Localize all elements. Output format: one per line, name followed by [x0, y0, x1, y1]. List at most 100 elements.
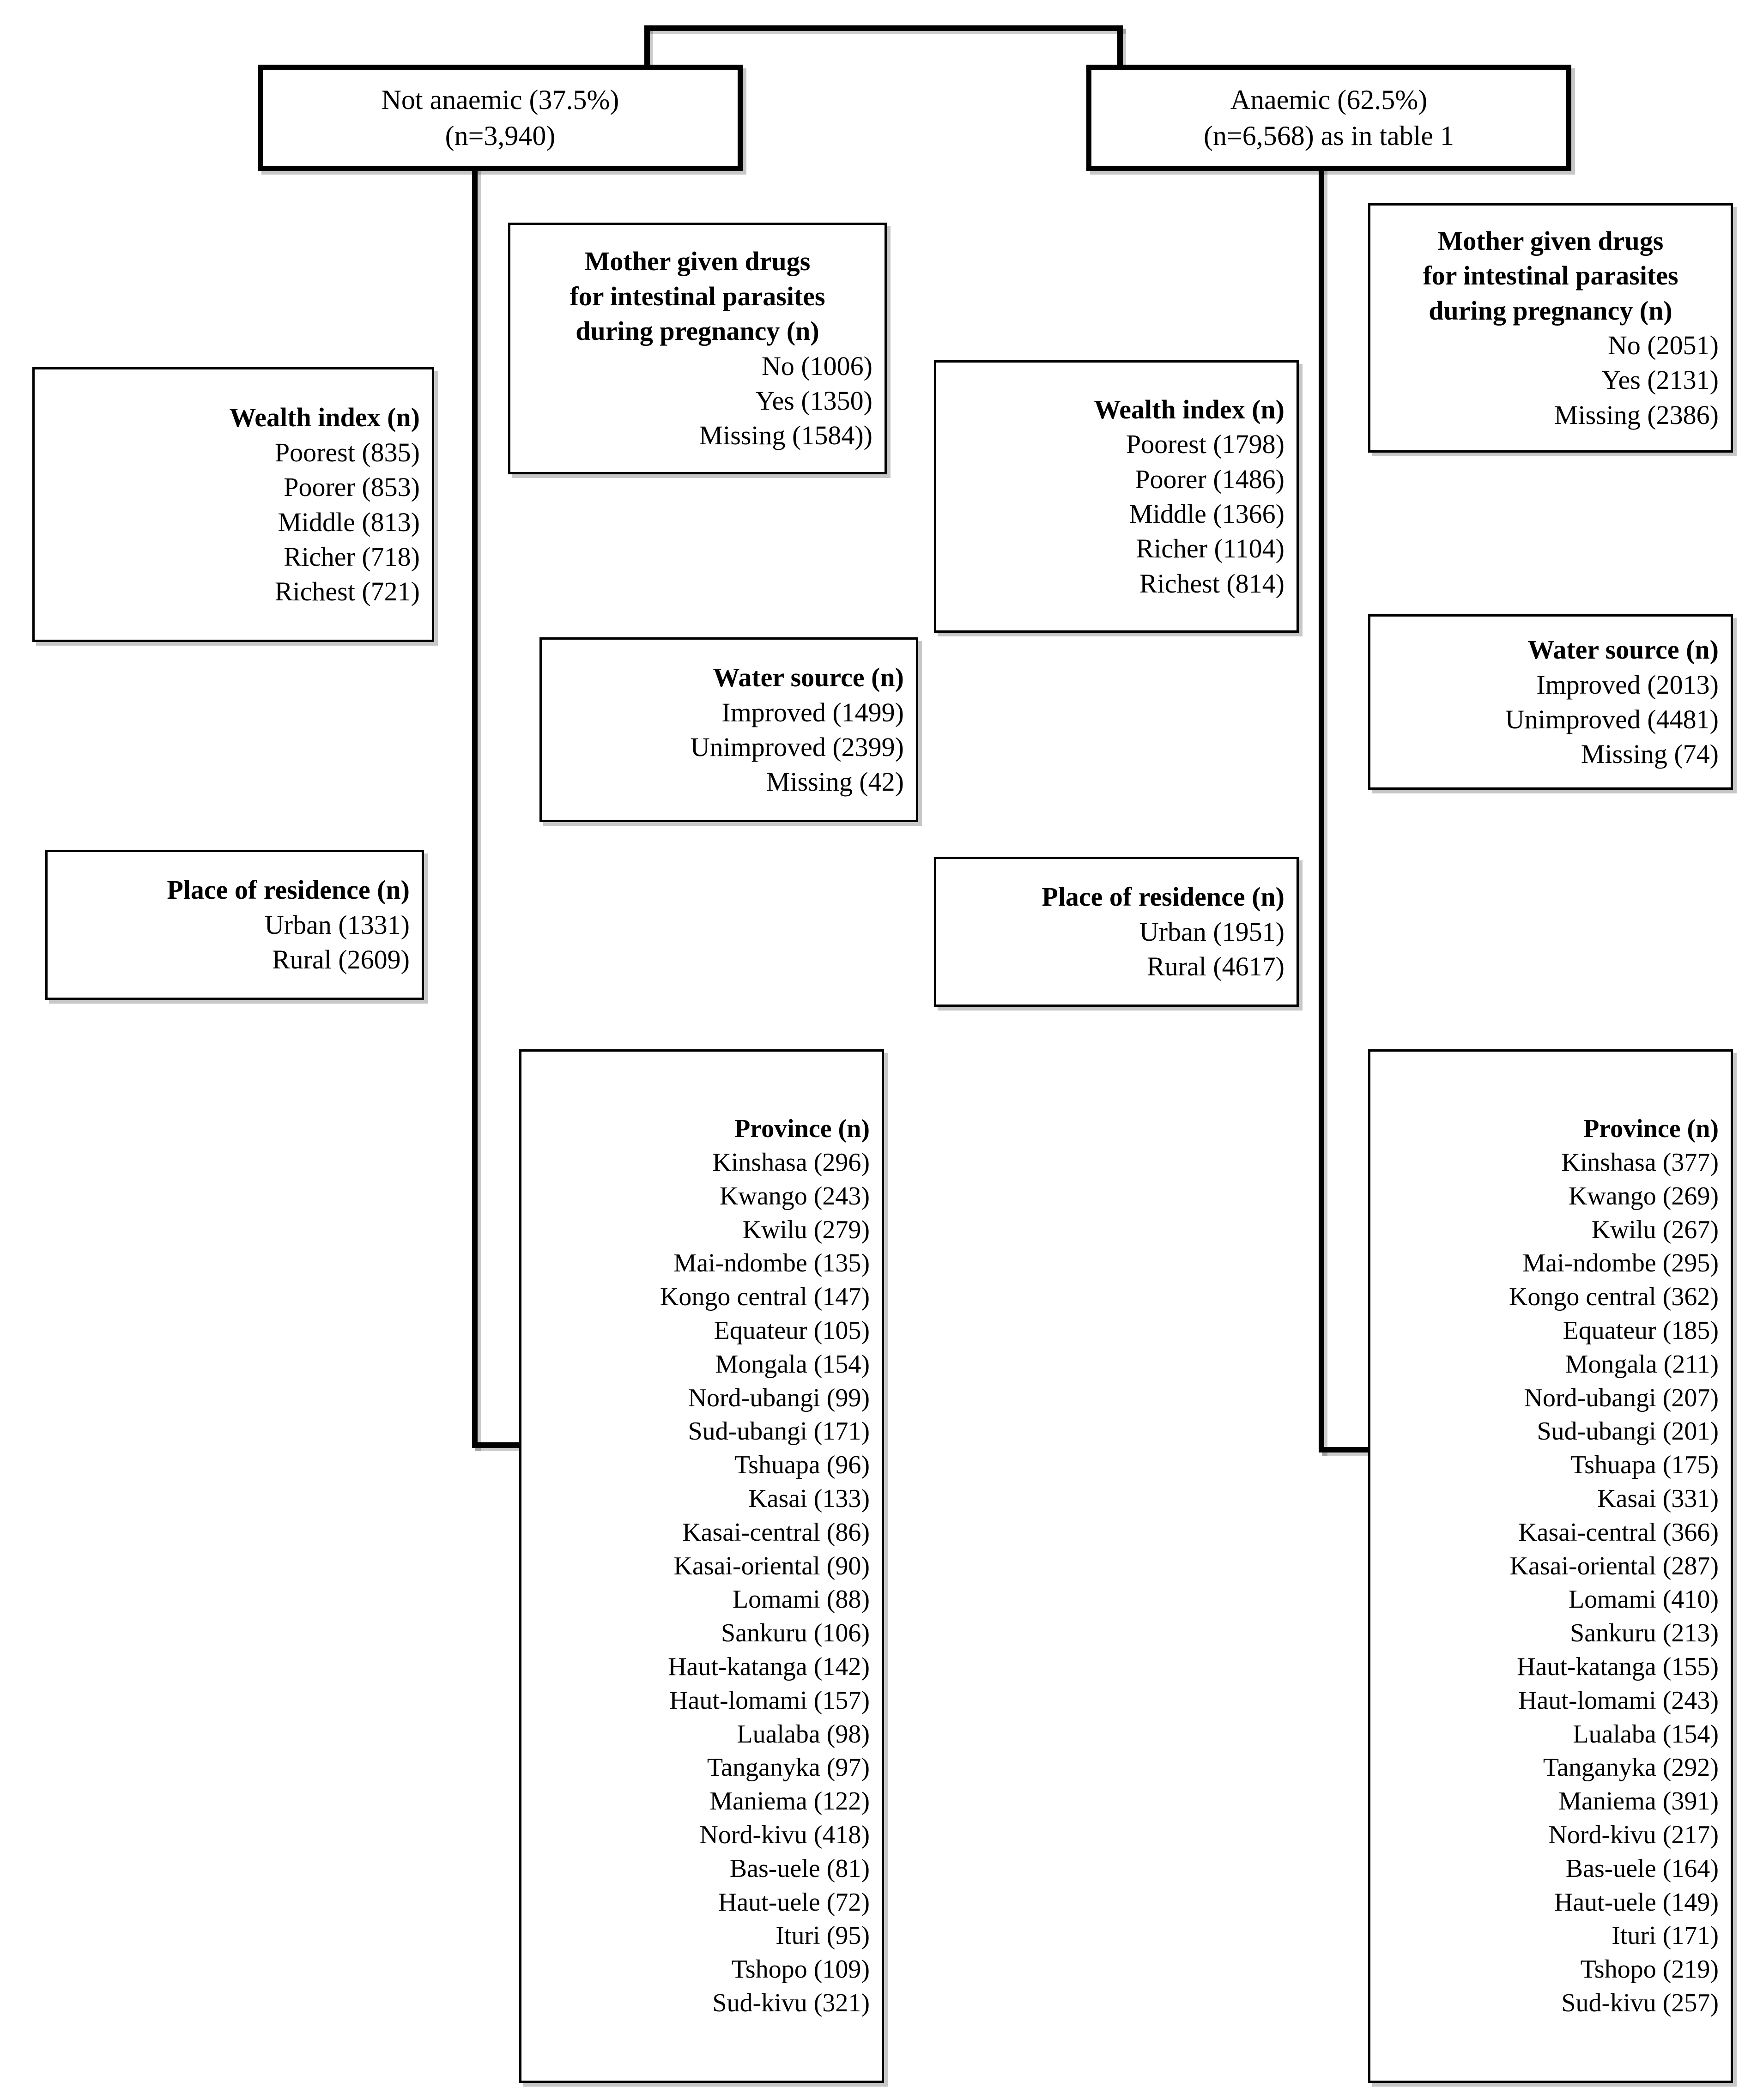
province-item: Bas-uele (164) — [1565, 1854, 1719, 1883]
province-item: Kasai-oriental (287) — [1509, 1551, 1719, 1580]
province-item: Mai-ndombe (295) — [1522, 1249, 1719, 1278]
province-item: Ituri (95) — [776, 1921, 870, 1950]
province-item: Kinshasa (296) — [712, 1148, 870, 1177]
water-source-item: Improved (2013) — [1536, 669, 1719, 700]
province-item: Maniema (391) — [1558, 1787, 1719, 1816]
province-item: Kasai-oriental (90) — [673, 1551, 870, 1580]
province-item: Tshopo (219) — [1580, 1955, 1719, 1984]
place-of-residence-item: Urban (1331) — [264, 909, 410, 940]
province-item: Haut-lomami (243) — [1518, 1686, 1719, 1715]
connector-left-elbow-to-province — [472, 1442, 523, 1448]
province-item: Kasai-central (86) — [682, 1518, 870, 1547]
node-not-anaemic-province: Province (n) Kinshasa (296) Kwango (243)… — [519, 1049, 884, 2083]
province-item: Sankuru (213) — [1570, 1619, 1719, 1648]
wealth-index-item: Poorest (835) — [274, 437, 420, 467]
province-item: Kasai-central (366) — [1518, 1518, 1719, 1547]
province-item: Mongala (154) — [715, 1350, 870, 1379]
province-item: Sud-kivu (321) — [712, 1988, 870, 2017]
anaemic-count: (n=6,568) as in table 1 — [1203, 121, 1454, 151]
mother-drugs-title-line3: during pregnancy (n) — [1429, 295, 1672, 326]
province-item: Kongo central (147) — [660, 1283, 870, 1312]
connector-right-spine — [1319, 164, 1324, 1452]
province-item: Nord-ubangi (207) — [1524, 1383, 1719, 1412]
province-title: Province (n) — [1583, 1114, 1719, 1144]
province-item: Bas-uele (81) — [729, 1854, 870, 1883]
mother-drugs-item: Missing (2386) — [1554, 399, 1719, 430]
province-item: Equateur (185) — [1563, 1316, 1719, 1345]
province-item: Lomami (88) — [732, 1585, 870, 1614]
province-item: Tshuapa (96) — [734, 1451, 870, 1480]
mother-drugs-item: No (1006) — [761, 351, 872, 381]
not-anaemic-title: Not anaemic (37.5%) — [381, 85, 619, 115]
wealth-index-item: Richest (721) — [274, 576, 420, 607]
node-not-anaemic-mother-drugs: Mother given drugs for intestinal parasi… — [508, 223, 887, 474]
mother-drugs-title-line3: during pregnancy (n) — [576, 316, 819, 346]
wealth-index-title: Wealth index (n) — [1094, 394, 1285, 424]
wealth-index-item: Richer (718) — [284, 541, 420, 572]
province-item: Sankuru (106) — [721, 1619, 870, 1648]
node-anaemic-wealth-index: Wealth index (n) Poorest (1798) Poorer (… — [934, 360, 1299, 633]
water-source-title: Water source (n) — [1527, 635, 1719, 665]
province-item: Maniema (122) — [709, 1787, 870, 1816]
province-item: Sud-ubangi (201) — [1537, 1417, 1719, 1446]
wealth-index-item: Poorest (1798) — [1126, 429, 1284, 460]
node-not-anaemic-wealth-index: Wealth index (n) Poorest (835) Poorer (8… — [32, 367, 434, 642]
place-of-residence-title: Place of residence (n) — [167, 875, 410, 905]
province-item: Tanganyka (292) — [1543, 1753, 1719, 1782]
province-item: Kasai (133) — [748, 1484, 870, 1513]
mother-drugs-title-line2: for intestinal parasites — [1423, 260, 1678, 291]
mother-drugs-title-line1: Mother given drugs — [584, 246, 811, 277]
province-item: Lualaba (154) — [1573, 1719, 1719, 1749]
wealth-index-item: Middle (813) — [278, 507, 420, 537]
connector-top-horizontal — [644, 25, 1123, 31]
province-item: Tshuapa (175) — [1570, 1451, 1719, 1480]
wealth-index-title: Wealth index (n) — [229, 402, 420, 433]
province-item: Mai-ndombe (135) — [673, 1249, 870, 1278]
province-item: Kwilu (279) — [742, 1215, 870, 1244]
anaemic-title: Anaemic (62.5%) — [1230, 85, 1428, 115]
wealth-index-item: Poorer (853) — [284, 472, 420, 502]
connector-left-spine — [472, 164, 478, 1448]
mother-drugs-item: No (2051) — [1607, 330, 1719, 360]
mother-drugs-item: Yes (1350) — [755, 385, 872, 416]
province-item: Haut-katanga (155) — [1517, 1652, 1719, 1681]
province-item: Nord-kivu (217) — [1548, 1820, 1719, 1849]
province-item: Kasai (331) — [1597, 1484, 1719, 1513]
province-item: Nord-ubangi (99) — [688, 1383, 870, 1412]
connector-top-right-drop — [1117, 25, 1123, 65]
province-list-right: Province (n) Kinshasa (377) Kwango (269)… — [1370, 1112, 1731, 2020]
wealth-index-item: Middle (1366) — [1129, 499, 1284, 529]
water-source-title: Water source (n) — [713, 662, 904, 693]
province-list-left: Province (n) Kinshasa (296) Kwango (243)… — [521, 1112, 882, 2020]
node-not-anaemic-water-source: Water source (n) Improved (1499) Unimpro… — [539, 637, 918, 822]
water-source-item: Missing (74) — [1581, 739, 1719, 769]
province-item: Lomami (410) — [1568, 1585, 1719, 1614]
node-anaemic-water-source: Water source (n) Improved (2013) Unimpro… — [1368, 614, 1733, 790]
province-item: Tshopo (109) — [731, 1955, 870, 1984]
province-item: Kwilu (267) — [1591, 1215, 1719, 1244]
wealth-index-item: Poorer (1486) — [1135, 464, 1284, 494]
province-item: Mongala (211) — [1565, 1350, 1719, 1379]
province-item: Lualaba (98) — [737, 1719, 870, 1749]
place-of-residence-item: Rural (2609) — [272, 944, 410, 975]
water-source-item: Improved (1499) — [721, 697, 904, 727]
province-item: Equateur (105) — [714, 1316, 870, 1345]
wealth-index-item: Richest (814) — [1139, 568, 1284, 599]
water-source-item: Unimproved (4481) — [1505, 704, 1719, 734]
province-item: Tanganyka (97) — [707, 1753, 870, 1782]
province-item: Sud-ubangi (171) — [688, 1417, 870, 1446]
mother-drugs-item: Yes (2131) — [1601, 365, 1719, 395]
mother-drugs-title-line1: Mother given drugs — [1437, 225, 1664, 256]
province-item: Haut-uele (72) — [718, 1888, 870, 1917]
province-title: Province (n) — [734, 1114, 870, 1144]
node-anaemic-place-of-residence: Place of residence (n) Urban (1951) Rura… — [934, 857, 1299, 1007]
node-not-anaemic-place-of-residence: Place of residence (n) Urban (1331) Rura… — [45, 850, 424, 1000]
wealth-index-item: Richer (1104) — [1136, 533, 1284, 564]
province-item: Nord-kivu (418) — [699, 1820, 870, 1849]
province-item: Ituri (171) — [1612, 1921, 1719, 1950]
water-source-item: Unimproved (2399) — [690, 732, 904, 762]
water-source-item: Missing (42) — [766, 767, 904, 797]
node-anaemic: Anaemic (62.5%) (n=6,568) as in table 1 — [1086, 65, 1571, 171]
mother-drugs-title-line2: for intestinal parasites — [570, 281, 825, 311]
